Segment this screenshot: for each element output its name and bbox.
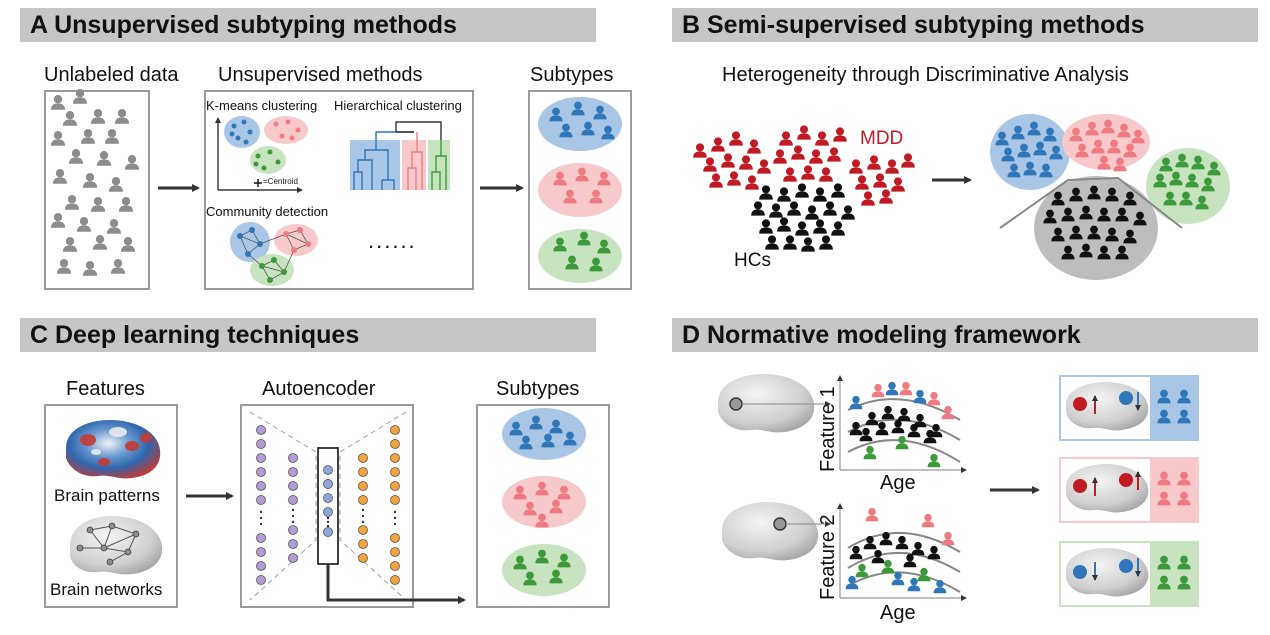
hcs-label: HCs [734, 250, 771, 271]
features-label: Features [66, 378, 145, 400]
hydra-clusters [990, 114, 1230, 280]
kmeans-plot [215, 116, 308, 193]
brain-lateral-1 [718, 374, 831, 433]
subtype-card-pink [1059, 457, 1199, 523]
panel-b-subtitle: Heterogeneity through Discriminative Ana… [722, 64, 1129, 86]
panel-d-title: D Normative modeling framework [672, 318, 1258, 352]
subtype-card-blue [1059, 375, 1199, 441]
kmeans-label: K-means clustering [206, 98, 318, 113]
brain-networks-label: Brain networks [50, 580, 163, 599]
community-detection-label: Community detection [206, 204, 329, 219]
normative-plot-1 [837, 375, 967, 473]
unlabeled-people [50, 89, 140, 276]
brain-pattern-image [66, 420, 161, 479]
subtypes-c-clusters [502, 408, 586, 596]
age-label-2: Age [880, 602, 916, 624]
brain-lateral-2 [722, 502, 831, 561]
hierarchical-label: Hierarchical clustering [334, 98, 462, 113]
panel-b-title: B Semi-supervised subtyping methods [672, 8, 1258, 42]
unsupervised-methods-label: Unsupervised methods [218, 64, 423, 86]
mdd-label: MDD [860, 128, 904, 149]
dendrogram [350, 121, 450, 190]
panel-a-title: A Unsupervised subtyping methods [20, 8, 596, 42]
subtypes-a-clusters [538, 97, 622, 283]
subtypes-label-a: Subtypes [530, 64, 614, 86]
autoencoder-diagram [249, 411, 466, 604]
subtypes-label-c: Subtypes [496, 378, 580, 400]
normative-plot-2 [837, 503, 967, 601]
ellipsis-label: ...... [368, 228, 417, 253]
hc-crowd [751, 183, 855, 252]
subtype-card-green [1059, 541, 1199, 607]
community-network [230, 222, 318, 286]
age-label-1: Age [880, 472, 916, 494]
autoencoder-label: Autoencoder [262, 378, 376, 400]
unlabeled-data-label: Unlabeled data [44, 64, 179, 86]
centroid-label: =Centroid [263, 177, 298, 186]
brain-patterns-label: Brain patterns [54, 486, 160, 505]
brain-network-image [70, 516, 163, 575]
panel-c-title: C Deep learning techniques [20, 318, 596, 352]
